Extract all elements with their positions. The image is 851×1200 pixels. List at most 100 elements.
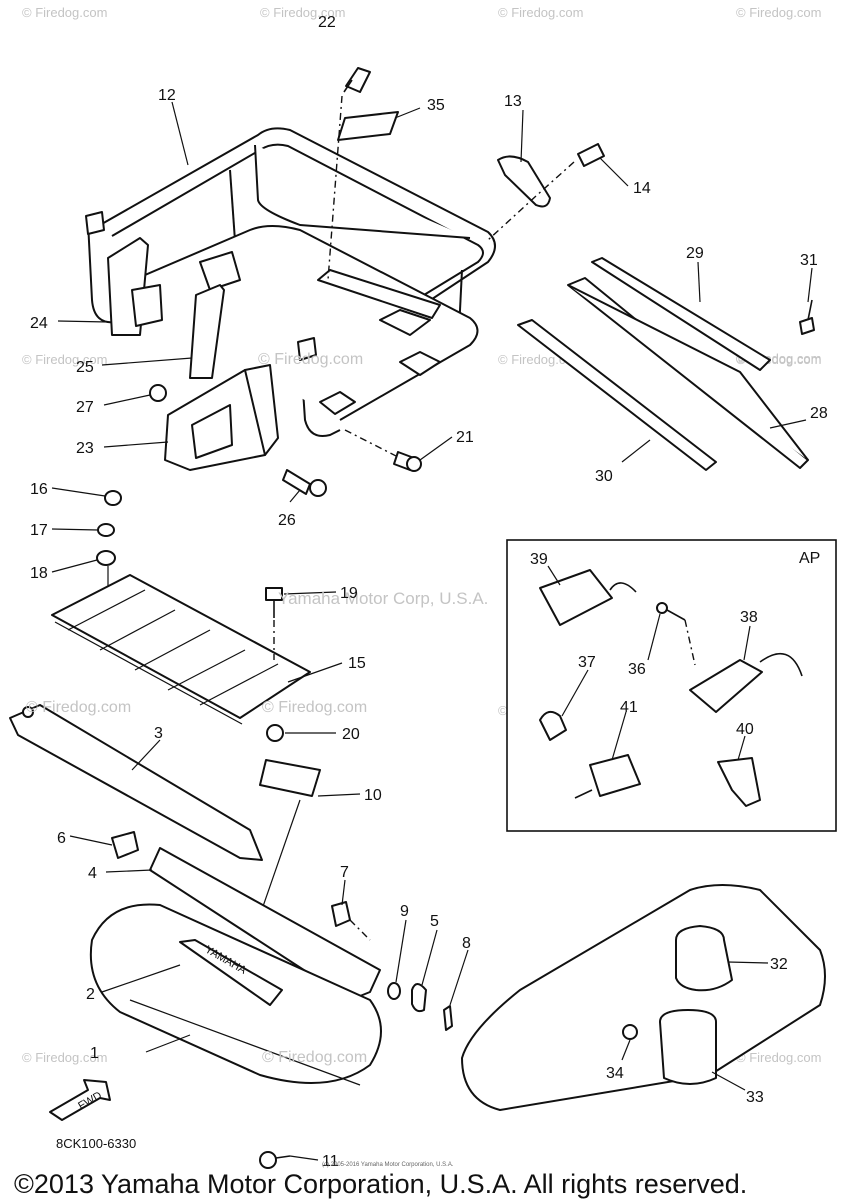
callout-29: 29 bbox=[686, 245, 704, 262]
callout-24: 24 bbox=[30, 315, 48, 332]
leader-line bbox=[449, 949, 469, 1006]
rack-back-panel bbox=[254, 144, 471, 239]
leader-line bbox=[317, 793, 361, 797]
fastener-31-pin bbox=[807, 299, 813, 321]
washer-17 bbox=[97, 523, 115, 537]
callout-10: 10 bbox=[364, 787, 382, 804]
grate-ridge bbox=[134, 629, 211, 671]
fwd-arrow-shape bbox=[49, 1079, 111, 1121]
bolt-11 bbox=[259, 1151, 277, 1169]
cap-32 bbox=[675, 925, 733, 992]
bumper-1-edge bbox=[129, 999, 361, 1086]
callout-13: 13 bbox=[504, 93, 522, 110]
watermark: © Firedog.com bbox=[498, 5, 583, 20]
fastener-34 bbox=[622, 1024, 638, 1040]
leader-line bbox=[101, 357, 193, 366]
rack-end-cap bbox=[297, 337, 317, 361]
callout-38: 38 bbox=[740, 609, 758, 626]
callout-40: 40 bbox=[736, 721, 754, 738]
rack-bracket bbox=[199, 251, 241, 291]
watermark: © Firedog.com bbox=[22, 352, 107, 367]
leader-line bbox=[105, 869, 153, 873]
callout-12: 12 bbox=[158, 87, 176, 104]
screw-36 bbox=[656, 602, 668, 614]
leader-dash bbox=[327, 95, 343, 281]
leader-line bbox=[103, 441, 169, 448]
connector-38-wire bbox=[759, 652, 803, 677]
sticker-10 bbox=[259, 759, 321, 797]
watermark: © Firedog.com bbox=[22, 5, 107, 20]
callout-3: 3 bbox=[154, 725, 163, 742]
watermark: © Firedog.com bbox=[26, 699, 131, 716]
leader-line bbox=[727, 961, 769, 964]
callout-39: 39 bbox=[530, 551, 548, 568]
grate-ridge bbox=[67, 589, 146, 631]
leader-line bbox=[341, 879, 346, 906]
panel-28-edge bbox=[567, 284, 809, 461]
callout-27: 27 bbox=[76, 399, 94, 416]
bracket-13 bbox=[497, 155, 551, 208]
diagram-code: 8CK100-6330 bbox=[56, 1136, 136, 1151]
clip-5 bbox=[411, 983, 427, 1013]
leader-line bbox=[621, 1039, 631, 1061]
callout-9: 9 bbox=[400, 903, 409, 920]
bolt-22-shank bbox=[343, 79, 353, 93]
washer-9 bbox=[387, 982, 401, 1000]
callout-11: 11 bbox=[322, 1153, 339, 1170]
callout-1: 1 bbox=[90, 1045, 99, 1062]
leader-line bbox=[287, 662, 343, 683]
bolt-14 bbox=[577, 143, 605, 167]
leader-line bbox=[103, 394, 151, 406]
leader-line bbox=[289, 489, 301, 503]
leader-line bbox=[57, 320, 109, 323]
brand-plate-2 bbox=[179, 939, 283, 1006]
switch-41 bbox=[589, 754, 641, 797]
leader-line bbox=[697, 261, 701, 303]
callouts: 1 2 3 4 5 6 7 8 9 10 11 12 13 14 15 16 1… bbox=[30, 14, 828, 1170]
strip-30 bbox=[517, 319, 717, 471]
callout-36: 36 bbox=[628, 661, 646, 678]
leader-line bbox=[599, 157, 629, 187]
leader-line bbox=[807, 267, 813, 303]
grate-15 bbox=[51, 574, 311, 725]
watermark-center: Yamaha Motor Corp, U.S.A. bbox=[278, 589, 488, 608]
watermark: © Firedog.com bbox=[258, 351, 363, 368]
connector-39-wire bbox=[609, 582, 637, 593]
callout-5: 5 bbox=[430, 913, 439, 930]
leader-line bbox=[51, 559, 98, 573]
hull-section bbox=[461, 884, 826, 1111]
leader-line bbox=[743, 625, 751, 661]
leader-line bbox=[520, 109, 524, 163]
leader-line bbox=[289, 1155, 319, 1161]
leader-line bbox=[395, 919, 407, 983]
callout-15: 15 bbox=[348, 655, 366, 672]
bolt-21-head bbox=[406, 456, 422, 472]
callout-28: 28 bbox=[810, 405, 828, 422]
leader-line bbox=[51, 487, 106, 497]
nut-27 bbox=[149, 384, 167, 402]
leader-line bbox=[561, 669, 589, 717]
callout-17: 17 bbox=[30, 522, 48, 539]
grate-edge bbox=[54, 621, 243, 725]
rack-crossbar bbox=[317, 269, 441, 319]
leader-line bbox=[69, 835, 113, 846]
leader-line bbox=[611, 711, 627, 761]
copyright-notice: ©2013 Yamaha Motor Corporation, U.S.A. A… bbox=[14, 1169, 747, 1199]
leader-dash bbox=[349, 919, 371, 941]
callout-2: 2 bbox=[86, 986, 95, 1003]
callout-19: 19 bbox=[340, 585, 358, 602]
callout-41: 41 bbox=[620, 699, 638, 716]
leader-line bbox=[711, 1071, 746, 1091]
box-23-side bbox=[244, 364, 279, 456]
callout-4: 4 bbox=[88, 865, 97, 882]
fastener-31 bbox=[799, 317, 815, 335]
callout-6: 6 bbox=[57, 830, 66, 847]
callout-34: 34 bbox=[606, 1065, 624, 1082]
bolt-26 bbox=[282, 469, 311, 495]
leader-line bbox=[51, 528, 99, 531]
leader-line bbox=[394, 107, 421, 119]
bolt-26-head bbox=[309, 479, 327, 497]
bumper-1 bbox=[89, 903, 382, 1084]
fitting-33 bbox=[659, 1009, 717, 1085]
